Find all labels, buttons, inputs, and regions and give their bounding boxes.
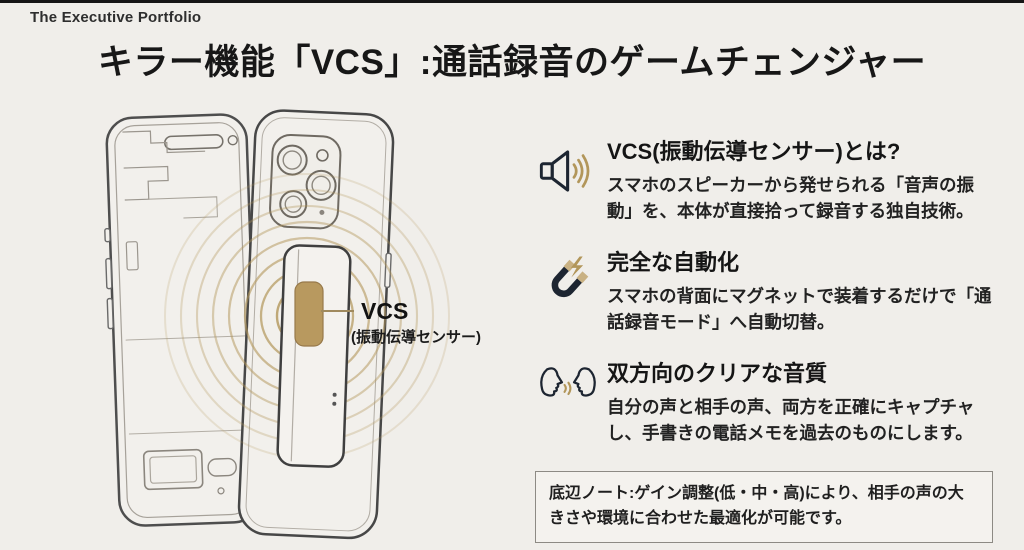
- vcs-callout-subtitle: (振動伝導センサー): [351, 328, 481, 346]
- product-illustration: VCS (振動伝導センサー): [104, 109, 481, 540]
- feature-heading: VCS(振動伝導センサー)とは?: [607, 139, 901, 164]
- talking-faces-icon: [535, 360, 607, 423]
- feature-vcs-definition: VCS(振動伝導センサー)とは? スマホのスピーカーから発せられる「音声の振動」…: [535, 138, 997, 224]
- vcs-sensor: [294, 281, 324, 347]
- feature-body: スマホのスピーカーから発せられる「音声の振動」を、本体が直接拾って録音する独自技…: [607, 174, 974, 221]
- feature-texts: 双方向のクリアな音質 自分の声と相手の声、両方を正確にキャプチャし、手書きの電話…: [607, 360, 997, 446]
- vcs-callout-title: VCS: [361, 298, 408, 324]
- recorder-device: [276, 244, 352, 468]
- footnote-box: 底辺ノート:ゲイン調整(低・中・高)により、相手の声の大きさや環境に合わせた最適…: [535, 471, 993, 543]
- feature-list: VCS(振動伝導センサー)とは? スマホのスピーカーから発せられる「音声の振動」…: [535, 138, 997, 543]
- camera-module: [269, 133, 342, 230]
- vcs-callout-label: VCS (振動伝導センサー): [321, 298, 481, 346]
- speaker-waves-icon: [535, 138, 607, 205]
- footnote-text: 底辺ノート:ゲイン調整(低・中・高)により、相手の声の大きさや環境に合わせた最適…: [549, 485, 964, 527]
- feature-texts: VCS(振動伝導センサー)とは? スマホのスピーカーから発せられる「音声の振動」…: [607, 138, 997, 224]
- feature-heading: 双方向のクリアな音質: [607, 361, 828, 386]
- page-title: キラー機能「VCS」:通話録音のゲームチェンジャー: [97, 43, 927, 82]
- top-letterbox-edge: [0, 0, 1024, 3]
- feature-automation: 完全な自動化 スマホの背面にマグネットで装着するだけで「通話録音モード」へ自動切…: [535, 249, 997, 335]
- feature-heading: 完全な自動化: [607, 250, 740, 275]
- feature-body: 自分の声と相手の声、両方を正確にキャプチャし、手書きの電話メモを過去のものにしま…: [607, 396, 975, 443]
- feature-texts: 完全な自動化 スマホの背面にマグネットで装着するだけで「通話録音モード」へ自動切…: [607, 249, 997, 335]
- feature-audio-quality: 双方向のクリアな音質 自分の声と相手の声、両方を正確にキャプチャし、手書きの電話…: [535, 360, 997, 446]
- magnet-icon: [535, 249, 607, 314]
- feature-body: スマホの背面にマグネットで装着するだけで「通話録音モード」へ自動切替。: [607, 285, 992, 332]
- eyebrow-label: The Executive Portfolio: [30, 9, 202, 26]
